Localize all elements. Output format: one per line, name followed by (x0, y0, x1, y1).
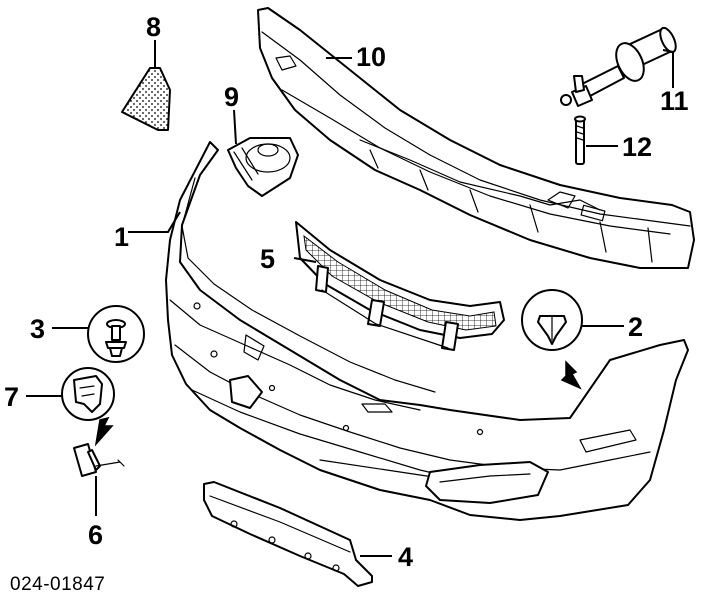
part-10-bumper-reinforcement (257, 7, 695, 269)
callout-10: 10 (356, 42, 386, 72)
callout-9: 9 (224, 82, 239, 112)
part-11-tow-eye (560, 26, 677, 107)
callout-2: 2 (628, 312, 643, 342)
part-2-push-clip (521, 289, 624, 390)
callout-6: 6 (88, 520, 103, 550)
callout-5: 5 (260, 244, 275, 274)
part-7-clip (26, 367, 115, 447)
part-8-pad (121, 40, 171, 131)
part-9-housing (227, 109, 299, 197)
part-6-bracket (73, 443, 125, 516)
part-4-license-plate-bracket (203, 481, 392, 587)
document-number: 024-01847 (10, 574, 105, 595)
callout-11: 11 (660, 86, 689, 116)
part-3-fastener (52, 305, 145, 363)
callout-12: 12 (622, 132, 652, 162)
part-12-stud (574, 115, 618, 165)
callout-1: 1 (114, 222, 129, 252)
callout-7: 7 (4, 382, 19, 412)
part-5-grille (293, 221, 505, 351)
callout-3: 3 (30, 314, 45, 344)
callout-8: 8 (146, 12, 161, 42)
part-1-bumper-cover (128, 141, 689, 521)
callout-4: 4 (398, 542, 413, 572)
